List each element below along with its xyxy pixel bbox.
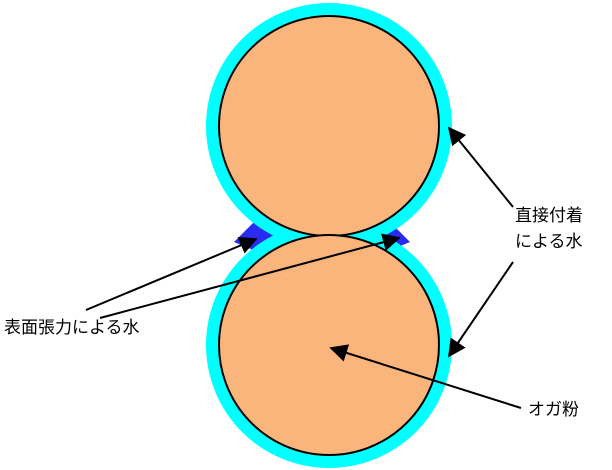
label-direct-adhesion-line2: による水 [515, 232, 583, 252]
arrow-direct-top [447, 126, 514, 208]
label-direct-adhesion-line1: 直接付着 [515, 206, 583, 226]
arrow-surface-left [85, 236, 258, 311]
arrow-surface-right [99, 233, 401, 319]
arrow-okara [329, 344, 522, 409]
label-okara-powder: オガ粉 [528, 400, 579, 420]
particle-bottom [218, 234, 440, 456]
arrow-direct-bottom [447, 261, 514, 358]
particle-top [218, 15, 440, 237]
label-surface-tension-water: 表面張力による水 [4, 318, 140, 338]
